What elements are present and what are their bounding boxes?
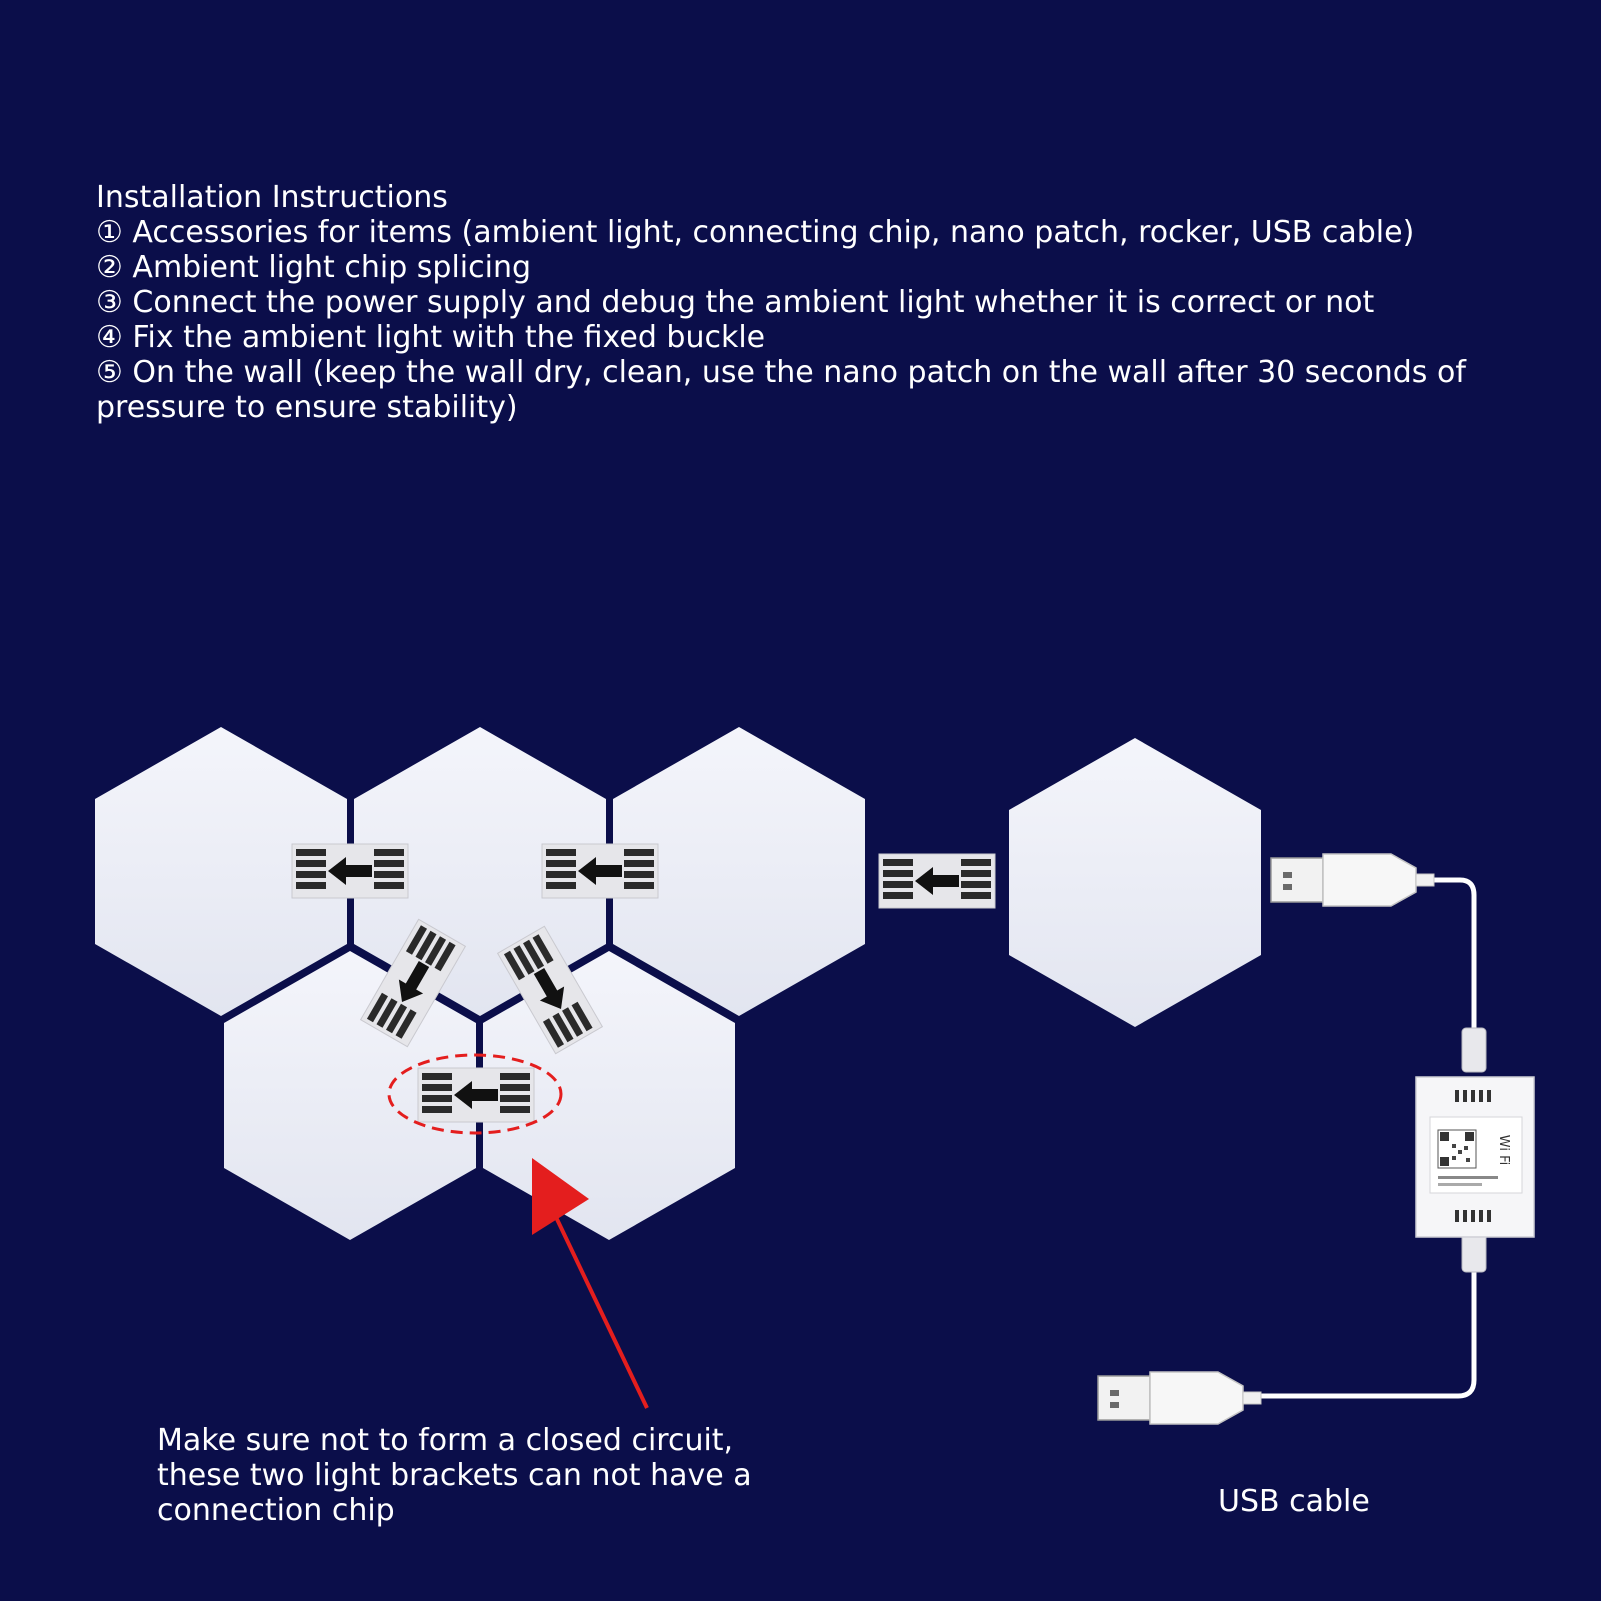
hexagon-panel — [613, 727, 865, 1016]
hexagon-panel — [1009, 738, 1261, 1027]
usb-cable-label: USB cable — [1218, 1484, 1370, 1519]
note-line-2: these two light brackets can not have a — [157, 1458, 752, 1493]
qr-code-icon — [1437, 1129, 1477, 1169]
closed-circuit-note: Make sure not to form a closed circuit, … — [157, 1423, 797, 1528]
warning-arrow-shaft — [553, 1214, 649, 1409]
note-line-1: Make sure not to form a closed circuit, — [157, 1423, 734, 1458]
instruction-step-1: ① Accessories for items (ambient light, … — [96, 215, 1415, 250]
usb-cable-wire — [1420, 877, 1477, 1040]
note-line-3: connection chip — [157, 1493, 395, 1528]
wifi-controller-box: Wi Fi — [1415, 1076, 1535, 1238]
hexagon-panels — [95, 727, 1261, 1240]
usb-plug-icon — [1270, 853, 1435, 907]
installation-instructions: Installation Instructions ① Accessories … — [96, 180, 1516, 425]
instruction-step-5: ⑤ On the wall (keep the wall dry, clean,… — [96, 355, 1466, 425]
connecting-chip — [878, 853, 996, 909]
connecting-chip — [291, 843, 409, 899]
connecting-chip — [417, 1067, 535, 1123]
usb-cable-assembly: Wi Fi — [1097, 853, 1535, 1425]
cable-strain-relief — [1461, 1027, 1487, 1073]
usb-plug-icon — [1097, 1371, 1262, 1425]
instruction-step-3: ③ Connect the power supply and debug the… — [96, 285, 1375, 320]
connecting-chip — [541, 843, 659, 899]
closed-circuit-warning — [387, 1053, 649, 1409]
wifi-badge: Wi Fi — [1496, 1135, 1511, 1165]
instructions-title: Installation Instructions — [96, 180, 448, 215]
usb-cable-wire — [1248, 1258, 1477, 1399]
instruction-step-4: ④ Fix the ambient light with the fixed b… — [96, 320, 766, 355]
hexagon-panel — [95, 727, 347, 1016]
warning-arrow-head — [532, 1158, 589, 1235]
warning-dashed-outline — [387, 1053, 563, 1135]
instruction-step-2: ② Ambient light chip splicing — [96, 250, 531, 285]
